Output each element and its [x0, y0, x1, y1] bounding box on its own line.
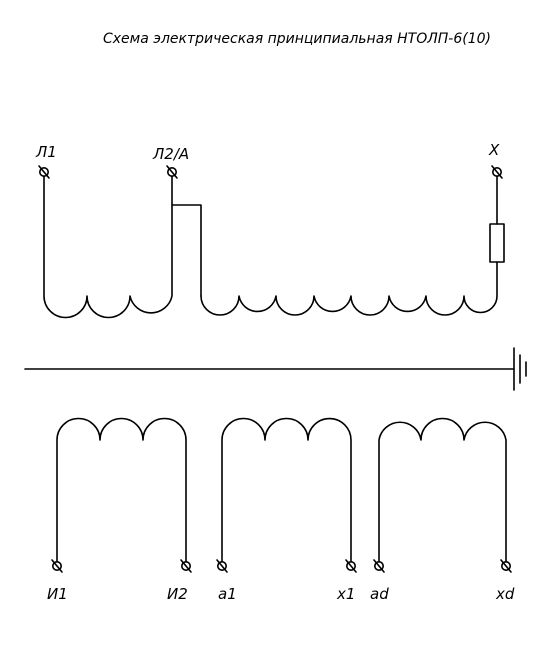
terminal-ad [373, 559, 385, 573]
label-xd: хd [495, 585, 515, 603]
label-a1: а1 [218, 585, 237, 603]
ground-icon [513, 347, 527, 391]
label-i2: И2 [167, 585, 188, 603]
terminal-x [491, 165, 503, 179]
label-x: X [488, 141, 500, 159]
primary-right-winding [200, 261, 498, 316]
label-x1: х1 [336, 585, 355, 603]
terminal-i2 [180, 559, 192, 573]
label-ad: аd [370, 585, 389, 603]
label-i1: И1 [47, 585, 68, 603]
tap-bridge-wire [171, 204, 202, 297]
terminal-xd [500, 559, 512, 573]
terminal-l1 [38, 165, 50, 179]
secondary-winding-3 [378, 417, 507, 563]
diagram-title: Схема электрическая принципиальная НТОЛП… [103, 31, 491, 47]
label-l2a: Л2/А [152, 145, 189, 163]
primary-left-winding [43, 175, 173, 319]
terminal-x1 [345, 559, 357, 573]
terminal-i1 [51, 559, 63, 573]
label-l1: Л1 [35, 143, 57, 161]
terminal-l2a [166, 165, 178, 179]
terminal-a1 [216, 559, 228, 573]
fuse [489, 223, 505, 263]
secondary-winding-2 [221, 417, 352, 563]
secondary-winding-1 [56, 417, 187, 563]
